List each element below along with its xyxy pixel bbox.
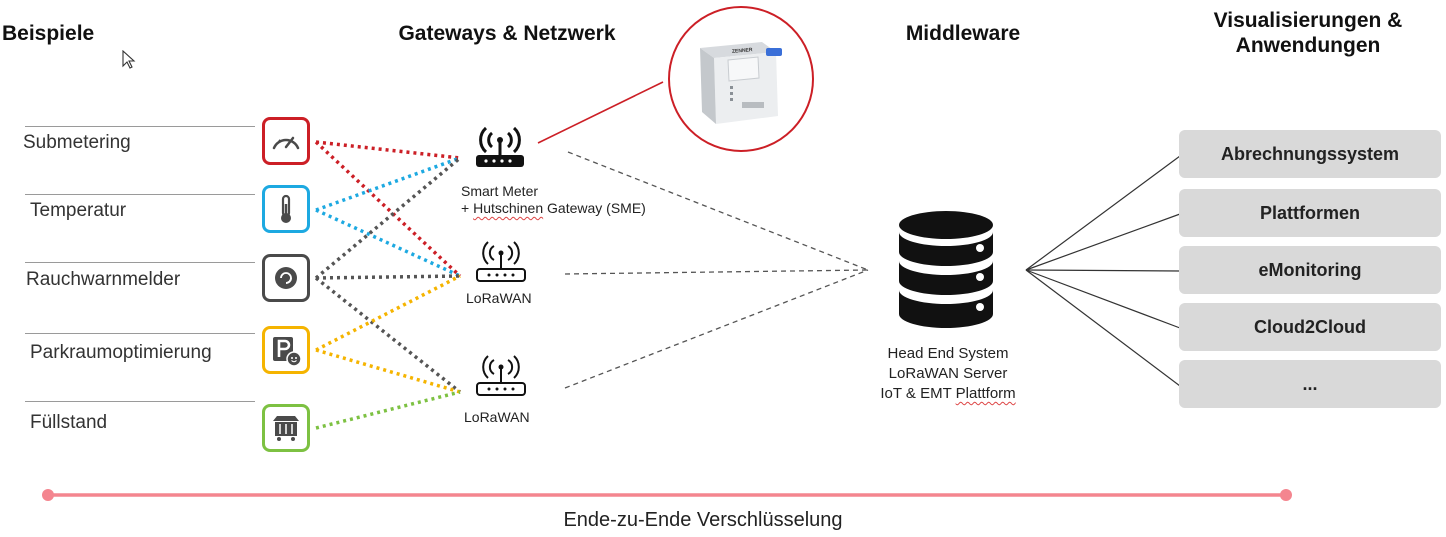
sme-label-suffix: Gateway (SME) bbox=[543, 200, 646, 216]
database-server-icon bbox=[899, 211, 993, 328]
link-lora1-middleware bbox=[564, 269, 869, 275]
middleware-label-line3-word: Plattform bbox=[955, 385, 1016, 402]
sme-callout-line bbox=[537, 81, 664, 144]
app-box-abrechnungssystem: Abrechnungssystem bbox=[1179, 130, 1441, 178]
middleware-label-line2: LoRaWAN Server bbox=[888, 365, 1008, 382]
middleware-label: Head End System LoRaWAN Server IoT & EMT… bbox=[858, 344, 1038, 404]
link-mw-app-1 bbox=[1025, 155, 1181, 271]
link-submetering-sme bbox=[315, 140, 461, 160]
example-separator-2 bbox=[25, 194, 255, 195]
heading-apps: Visualisierungen & Anwendungen bbox=[1170, 8, 1446, 58]
app-box-more: ... bbox=[1179, 360, 1441, 408]
example-label-temperatur: Temperatur bbox=[30, 200, 127, 221]
example-icon-box-fuellstand bbox=[262, 404, 310, 452]
app-box-plattformen: Plattformen bbox=[1179, 189, 1441, 237]
thermometer-icon bbox=[281, 194, 291, 223]
heading-apps-line1: Visualisierungen & bbox=[1213, 9, 1403, 32]
middleware-label-line3-prefix: IoT & EMT bbox=[880, 385, 956, 402]
middleware-label-line3: IoT & EMT Plattform bbox=[858, 384, 1038, 404]
example-icon-box-temperatur bbox=[262, 185, 310, 233]
example-separator-5 bbox=[25, 401, 255, 402]
example-label-fuellstand: Füllstand bbox=[30, 412, 108, 433]
example-separator-3 bbox=[25, 262, 255, 263]
sme-gateway-router-icon bbox=[476, 126, 524, 167]
lorawan-gateway-2-label: LoRaWAN bbox=[464, 409, 530, 425]
encryption-label: Ende-zu-Ende Verschlüsselung bbox=[563, 509, 843, 531]
sme-gateway-label-line1: Smart Meter bbox=[461, 183, 539, 199]
lorawan-gateway-1-label: LoRaWAN bbox=[466, 290, 532, 306]
link-temperatur-lora1 bbox=[315, 208, 461, 278]
heading-gateways: Gateways & Netzwerk bbox=[398, 22, 616, 45]
sme-label-prefix: + bbox=[461, 200, 474, 216]
example-separator-1 bbox=[25, 126, 255, 127]
sme-gateway-label-line2: + Hutschinen Gateway (SME) bbox=[461, 200, 646, 217]
parking-icon bbox=[273, 337, 302, 367]
link-fuellstand-lora2 bbox=[315, 390, 461, 430]
sme-label-word: Hutschinen bbox=[473, 200, 544, 216]
waste-container-icon bbox=[273, 416, 299, 441]
link-parkraum-lora2 bbox=[315, 348, 461, 394]
link-lora2-middleware bbox=[564, 269, 869, 389]
example-label-parkraumoptimierung: Parkraumoptimierung bbox=[30, 342, 212, 363]
example-icon-box-rauchwarnmelder bbox=[262, 254, 310, 302]
link-mw-app-2 bbox=[1025, 213, 1181, 271]
link-temperatur-sme bbox=[315, 156, 461, 212]
lorawan-gateway-2-icon bbox=[476, 355, 526, 396]
encryption-line-end-dot bbox=[1280, 489, 1292, 501]
mouse-cursor-icon bbox=[122, 50, 136, 69]
sme-gateway-label: Smart Meter + Hutschinen Gateway (SME) bbox=[461, 183, 646, 217]
link-mw-app-4 bbox=[1025, 269, 1181, 329]
lorawan-gateway-1-icon bbox=[476, 241, 526, 282]
gauge-icon bbox=[272, 136, 300, 150]
middleware-label-line1: Head End System bbox=[887, 345, 1009, 362]
heading-middleware: Middleware bbox=[905, 22, 1021, 45]
link-submetering-lora1 bbox=[314, 140, 462, 278]
din-rail-gateway-device-icon bbox=[700, 42, 782, 124]
app-box-cloud2cloud: Cloud2Cloud bbox=[1179, 303, 1441, 351]
example-label-rauchwarnmelder: Rauchwarnmelder bbox=[26, 269, 181, 290]
app-box-emonitoring: eMonitoring bbox=[1179, 246, 1441, 294]
sme-device-photo: ZENNER bbox=[668, 6, 814, 152]
link-rauch-sme bbox=[314, 156, 462, 280]
heading-apps-line2: Anwendungen bbox=[1235, 34, 1381, 57]
example-icon-box-submetering bbox=[262, 117, 310, 165]
link-rauch-lora2 bbox=[314, 276, 462, 394]
encryption-line-start-dot bbox=[42, 489, 54, 501]
link-rauch-lora1 bbox=[315, 274, 461, 280]
smoke-detector-icon bbox=[275, 267, 297, 289]
link-mw-app-5 bbox=[1025, 269, 1181, 387]
link-parkraum-lora1 bbox=[315, 274, 461, 352]
example-label-submetering: Submetering bbox=[23, 132, 131, 153]
example-icon-box-parkraumoptimierung bbox=[262, 326, 310, 374]
example-separator-4 bbox=[25, 333, 255, 334]
heading-examples: Beispiele bbox=[2, 22, 95, 45]
link-mw-app-3 bbox=[1025, 269, 1181, 272]
